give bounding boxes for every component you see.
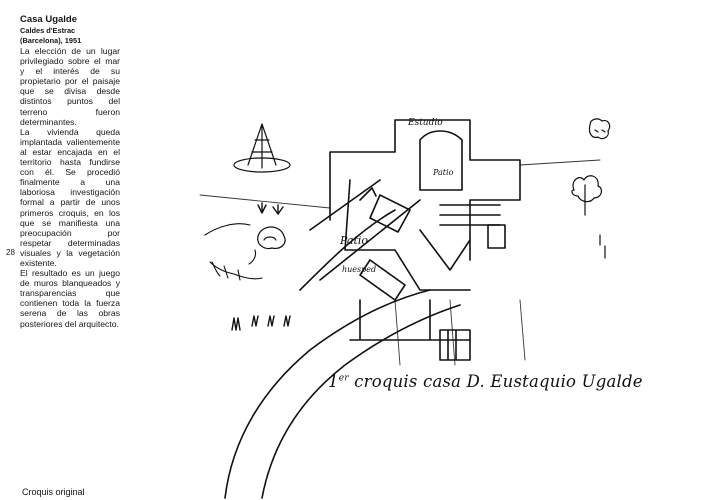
figure-caption: Croquis original bbox=[22, 487, 85, 497]
subtitle-location: Caldes d'Estrac bbox=[20, 26, 76, 35]
grid-lines-sketch bbox=[199, 159, 601, 366]
building-sketch bbox=[309, 119, 521, 361]
page-number: 28 bbox=[6, 248, 15, 257]
paragraph-2: La vivienda queda implantada valientemen… bbox=[20, 126, 120, 268]
terrace-sketch bbox=[204, 223, 263, 281]
handwritten-caption: 1er croquis casa D. Eustaquio Ugalde bbox=[328, 372, 643, 391]
label-patio: Patio bbox=[340, 234, 369, 247]
page-title: Casa Ugalde bbox=[20, 14, 78, 25]
subtitle-year: (Barcelona), 1951 bbox=[20, 36, 82, 45]
paragraph-1: La elección de un lugar privilegiado sob… bbox=[20, 46, 120, 127]
handwriting-sup: er bbox=[338, 373, 349, 384]
cone-tree-sketch bbox=[233, 123, 291, 173]
body-text: La elección de un lugar privilegiado sob… bbox=[20, 46, 120, 329]
paragraph-3: El resultado es un juego de muros blanqu… bbox=[20, 268, 120, 329]
handwriting-prefix: 1 bbox=[328, 372, 339, 391]
label-patio-small: Patio bbox=[433, 168, 454, 177]
text-column: Casa Ugalde Caldes d'Estrac (Barcelona),… bbox=[20, 14, 120, 329]
round-bush-sketch bbox=[257, 226, 286, 250]
road-sketch bbox=[224, 209, 461, 499]
label-huesped: huesped bbox=[342, 265, 377, 274]
handwriting-text: croquis casa D. Eustaquio Ugalde bbox=[348, 372, 643, 391]
shrubs-sketch bbox=[231, 202, 291, 331]
label-estudio: Estudio bbox=[408, 118, 443, 128]
right-tree-sketch bbox=[571, 118, 611, 259]
